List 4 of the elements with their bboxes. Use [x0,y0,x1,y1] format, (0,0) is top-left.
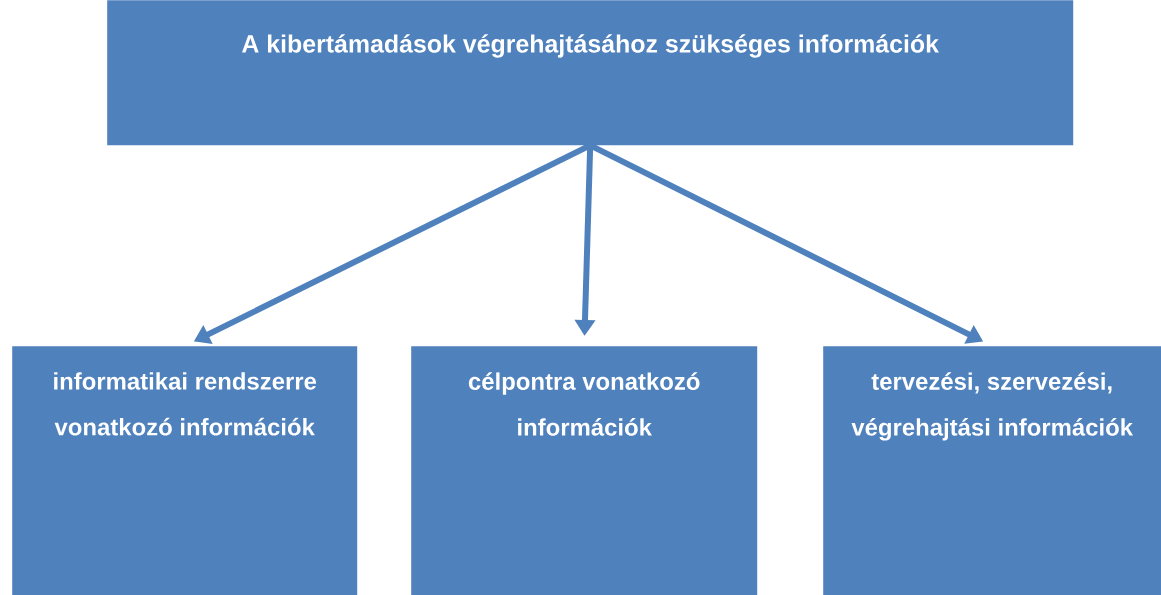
info-box: informatikai rendszerre vonatkozó információk [12,346,358,595]
info-box: tervezési, szervezési, végrehajtási információk [823,346,1161,595]
title-box: A kibertámadások végrehajtásához szükséges információk [107,0,1074,146]
info-box: célpontra vonatkozó információk [411,346,758,595]
